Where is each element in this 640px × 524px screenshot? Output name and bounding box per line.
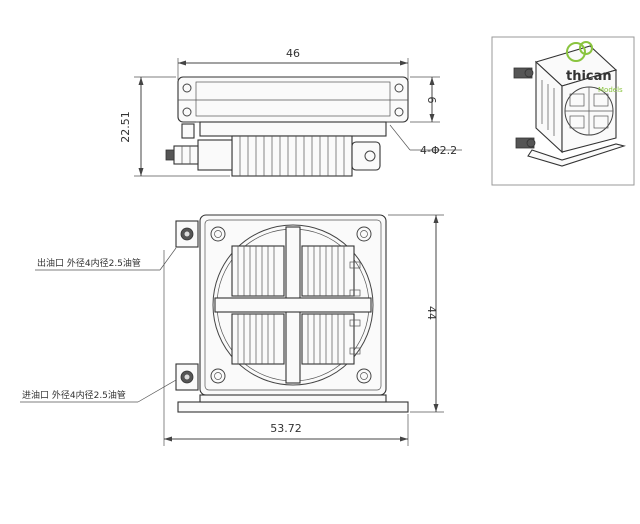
dim-top-flange: 6	[425, 97, 438, 104]
dim-top-width: 46	[286, 47, 300, 60]
front-view: 出油口 外径4内径2.5油管 进油口 外径4内径2.5油管 44 53.72	[20, 214, 444, 446]
iso-preview: thican Models	[491, 36, 635, 186]
note-outlet: 出油口 外径4内径2.5油管	[37, 257, 141, 269]
front-vents	[231, 245, 361, 365]
dim-hole-callout: 4-Φ2.2	[420, 144, 457, 157]
top-view: 46 6	[119, 47, 462, 177]
top-fins	[239, 136, 345, 176]
logo-sub: Models	[598, 86, 623, 94]
logo-name: thican	[566, 69, 612, 84]
note-inlet: 进油口 外径4内径2.5油管	[22, 389, 126, 401]
dim-front-height: 44	[425, 306, 438, 320]
dim-top-height: 22.51	[119, 111, 132, 143]
dim-front-width: 53.72	[270, 422, 302, 435]
brand-logo: thican Models	[566, 41, 623, 94]
